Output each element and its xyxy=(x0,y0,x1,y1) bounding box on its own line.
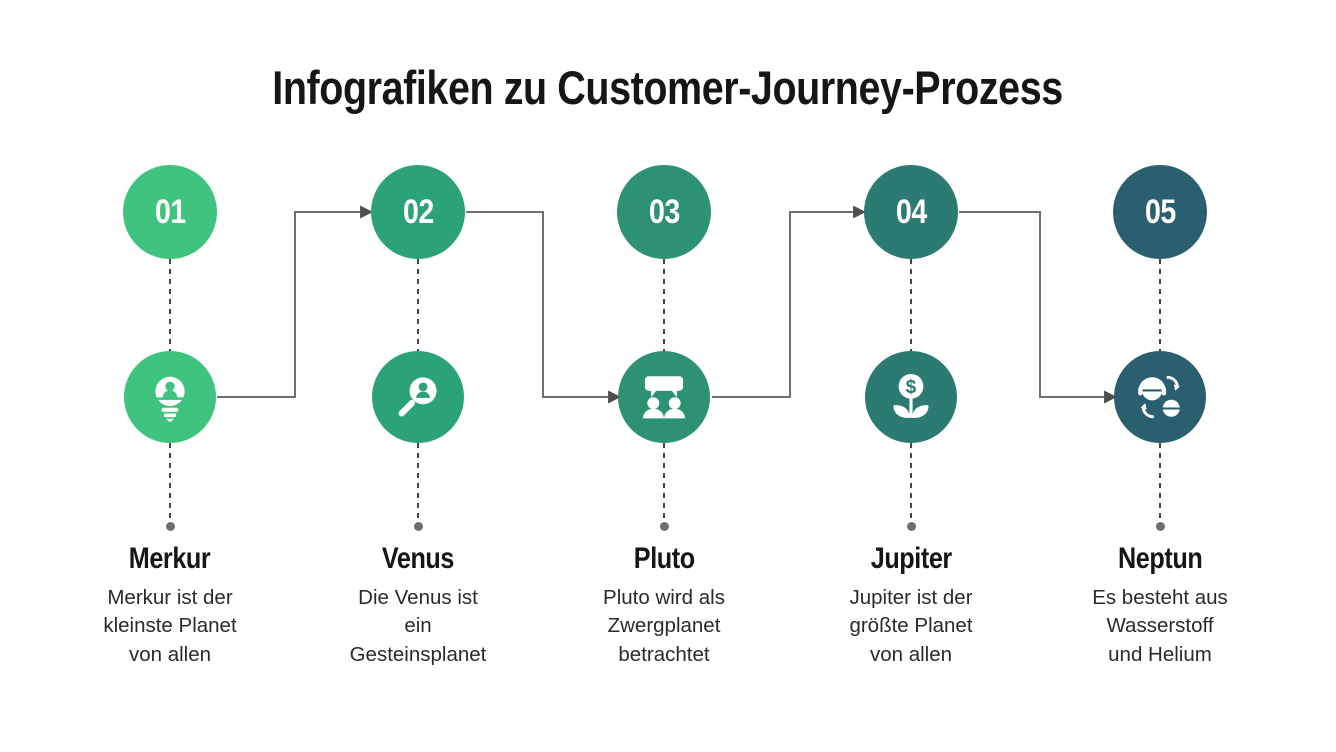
discussion-people-icon xyxy=(642,376,686,419)
step-title-text: Jupiter xyxy=(870,542,952,575)
customer-exchange-icon xyxy=(1138,375,1181,419)
page-title-text: Infografiken zu Customer-Journey-Prozess xyxy=(272,61,1064,114)
dashed-connector xyxy=(910,443,912,523)
connector-end-dot xyxy=(413,522,423,531)
step-title: Neptun xyxy=(1110,542,1210,575)
dashed-connector xyxy=(417,259,419,351)
step-number-badge: 04 xyxy=(864,165,958,259)
step-title-text: Merkur xyxy=(129,542,211,575)
step-number: 01 xyxy=(154,192,186,231)
connector-end-dot xyxy=(1155,522,1165,531)
step-title: Pluto xyxy=(628,542,701,575)
svg-text:$: $ xyxy=(906,377,917,398)
step-column-pluto: 03 Pluto Pluto wird als Zwergplanet betr… xyxy=(554,165,774,725)
step-description: Die Venus ist ein Gesteinsplanet xyxy=(349,586,487,666)
step-number-badge: 03 xyxy=(617,165,711,259)
step-description: Merkur ist der kleinste Planet von allen xyxy=(103,586,237,666)
step-icon-badge xyxy=(1114,351,1206,443)
step-column-jupiter: 04 $ Jupiter Jupiter ist der größte Plan… xyxy=(801,165,1021,725)
dashed-connector xyxy=(663,443,665,523)
step-number-badge: 01 xyxy=(123,165,217,259)
dashed-connector xyxy=(169,259,171,351)
money-plant-icon: $ xyxy=(893,373,929,418)
connector-end-dot xyxy=(659,522,669,531)
step-description: Pluto wird als Zwergplanet betrachtet xyxy=(603,586,725,666)
connector-end-dot xyxy=(906,522,916,531)
step-column-venus: 02 Venus Die Venus ist ein Gesteinsplane… xyxy=(308,165,528,725)
step-icon-badge xyxy=(124,351,216,443)
step-title-text: Venus xyxy=(381,542,455,575)
connector-end-dot xyxy=(165,522,175,531)
step-title: Merkur xyxy=(121,542,218,575)
step-description: Jupiter ist der größte Planet von allen xyxy=(849,586,973,666)
dashed-connector xyxy=(417,443,419,523)
dashed-connector xyxy=(663,259,665,351)
step-number: 04 xyxy=(895,192,927,231)
step-title-text: Neptun xyxy=(1117,542,1203,575)
search-person-icon xyxy=(398,377,437,417)
step-icon-badge: $ xyxy=(865,351,957,443)
step-number-badge: 05 xyxy=(1113,165,1207,259)
step-column-neptun: 05 Neptun Es besteht aus Wasserstoff xyxy=(1050,165,1270,725)
dashed-connector xyxy=(1159,259,1161,351)
step-number: 03 xyxy=(648,192,680,231)
dashed-connector xyxy=(910,259,912,351)
step-column-merkur: 01 Merkur Merkur ist der kleinste Planet… xyxy=(60,165,280,725)
step-title: Jupiter xyxy=(863,542,960,575)
page-title: Infografiken zu Customer-Journey-Prozess xyxy=(0,60,1336,115)
step-title: Venus xyxy=(375,542,461,575)
step-icon-badge xyxy=(618,351,710,443)
lightbulb-person-icon xyxy=(154,376,186,422)
step-number: 02 xyxy=(402,192,434,231)
step-number: 05 xyxy=(1144,192,1176,231)
dashed-connector xyxy=(169,443,171,523)
step-icon-badge xyxy=(372,351,464,443)
step-number-badge: 02 xyxy=(371,165,465,259)
step-description: Es besteht aus Wasserstoff und Helium xyxy=(1092,586,1228,666)
step-title-text: Pluto xyxy=(633,542,695,575)
dashed-connector xyxy=(1159,443,1161,523)
